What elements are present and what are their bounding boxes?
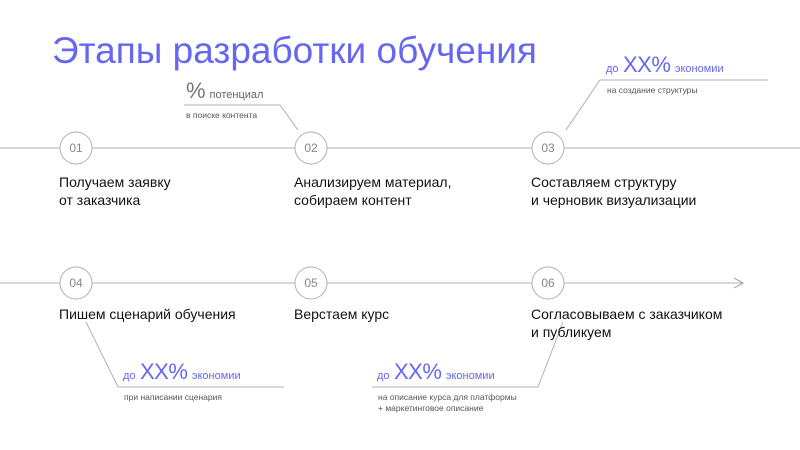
step-label-line: от заказчика bbox=[59, 192, 141, 208]
callout-big: XX% bbox=[623, 52, 671, 77]
callout-post: экономии bbox=[445, 370, 495, 382]
callout-sub: в поиске контента bbox=[186, 110, 258, 120]
step-circle-02 bbox=[294, 131, 328, 165]
step-circle-04 bbox=[59, 266, 93, 300]
step-label-05: Верстаем курс bbox=[294, 305, 389, 323]
callout-sub: на описание курса для платформы + маркет… bbox=[378, 392, 517, 414]
callout-sub: при написании сценария bbox=[124, 392, 222, 402]
step-circle-05 bbox=[294, 266, 328, 300]
step-label-line: Верстаем курс bbox=[294, 306, 390, 322]
step-label-06: Согласовываем с заказчиком и публикуем bbox=[531, 305, 722, 341]
callout-potential: % потенциал bbox=[186, 78, 263, 104]
callout-line-description bbox=[372, 321, 564, 388]
step-circle-06 bbox=[531, 266, 565, 300]
step-label-line: Получаем заявку bbox=[59, 174, 171, 190]
callout-pre: до bbox=[123, 370, 136, 382]
step-label-line: собираем контент bbox=[294, 192, 412, 208]
callout-big: XX% bbox=[394, 359, 442, 384]
callout-sub-line: + маркетинговое описание bbox=[378, 403, 484, 413]
step-label-02: Анализируем материал, собираем контент bbox=[294, 173, 451, 209]
step-label-04: Пишем сценарий обучения bbox=[59, 305, 236, 323]
callout-structure: до XX% экономии bbox=[606, 52, 724, 78]
step-circle-01 bbox=[59, 131, 93, 165]
step-number: 01 bbox=[69, 141, 83, 155]
callout-description: до XX% экономии bbox=[377, 359, 495, 385]
callout-pre: до bbox=[377, 370, 390, 382]
step-number: 05 bbox=[304, 276, 318, 290]
callout-sub: на создание структуры bbox=[607, 85, 698, 95]
step-label-line: и черновик визуализации bbox=[531, 192, 697, 208]
step-circle-03 bbox=[531, 131, 565, 165]
step-label-03: Составляем структуру и черновик визуализ… bbox=[531, 173, 696, 209]
page-title: Этапы разработки обучения bbox=[52, 30, 537, 71]
callout-scenario: до XX% экономии bbox=[123, 359, 241, 385]
step-label-line: Согласовываем с заказчиком bbox=[531, 306, 723, 322]
step-number: 03 bbox=[541, 141, 555, 155]
arrow-head-icon bbox=[733, 277, 745, 289]
callout-post: потенциал bbox=[209, 89, 264, 101]
step-label-line: Пишем сценарий обучения bbox=[59, 306, 236, 322]
callout-line-potential bbox=[184, 104, 299, 131]
callout-post: экономии bbox=[674, 63, 724, 75]
callout-sub-line: на описание курса для платформы bbox=[378, 392, 517, 402]
step-label-line: Анализируем материал, bbox=[294, 174, 452, 190]
callout-line-scenario bbox=[85, 321, 284, 388]
step-number: 02 bbox=[304, 141, 318, 155]
step-label-line: Составляем структуру bbox=[531, 174, 677, 190]
step-label-01: Получаем заявку от заказчика bbox=[59, 173, 171, 209]
callout-big: XX% bbox=[140, 359, 188, 384]
step-number: 04 bbox=[69, 276, 83, 290]
step-label-line: и публикуем bbox=[531, 324, 612, 340]
callout-line-structure bbox=[565, 79, 768, 131]
callout-pre: до bbox=[606, 63, 619, 75]
step-number: 06 bbox=[541, 276, 555, 290]
callout-big: % bbox=[186, 78, 206, 103]
callout-post: экономии bbox=[191, 370, 241, 382]
